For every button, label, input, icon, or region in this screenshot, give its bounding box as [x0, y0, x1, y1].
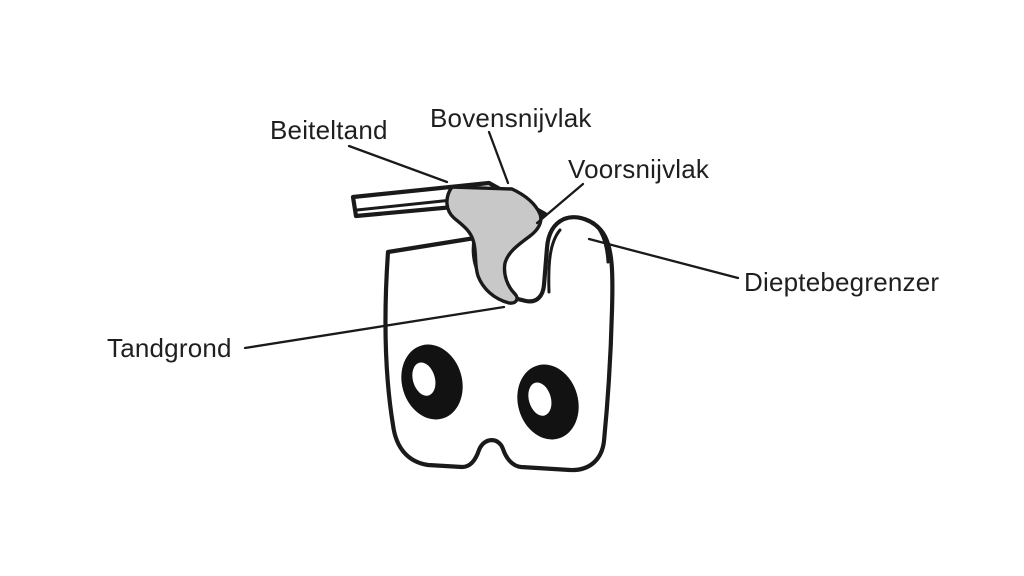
rivet-hole-left-inner	[412, 362, 436, 396]
label-beiteltand: Beiteltand	[270, 115, 388, 145]
label-dieptebegrenzer: Dieptebegrenzer	[744, 267, 939, 297]
rivet-hole-right-inner	[528, 382, 552, 416]
depth-gauge-edge-line	[592, 221, 610, 264]
leader-line-dieptebegrenzer	[587, 237, 740, 280]
leader-line-voorsnijvlak	[535, 182, 585, 225]
side-plate-shade	[445, 185, 543, 305]
leader-line-beiteltand	[347, 144, 449, 184]
leader-line-bovensnijvlak	[487, 130, 510, 185]
rivet-hole-right	[517, 364, 579, 440]
label-voorsnijvlak: Voorsnijvlak	[568, 154, 710, 184]
label-bovensnijvlak: Bovensnijvlak	[430, 103, 592, 133]
leader-line-tandgrond	[243, 305, 506, 350]
rivet-hole-left	[401, 344, 463, 420]
depth-gauge-thickness-line	[547, 228, 562, 294]
label-tandgrond: Tandgrond	[107, 333, 232, 363]
